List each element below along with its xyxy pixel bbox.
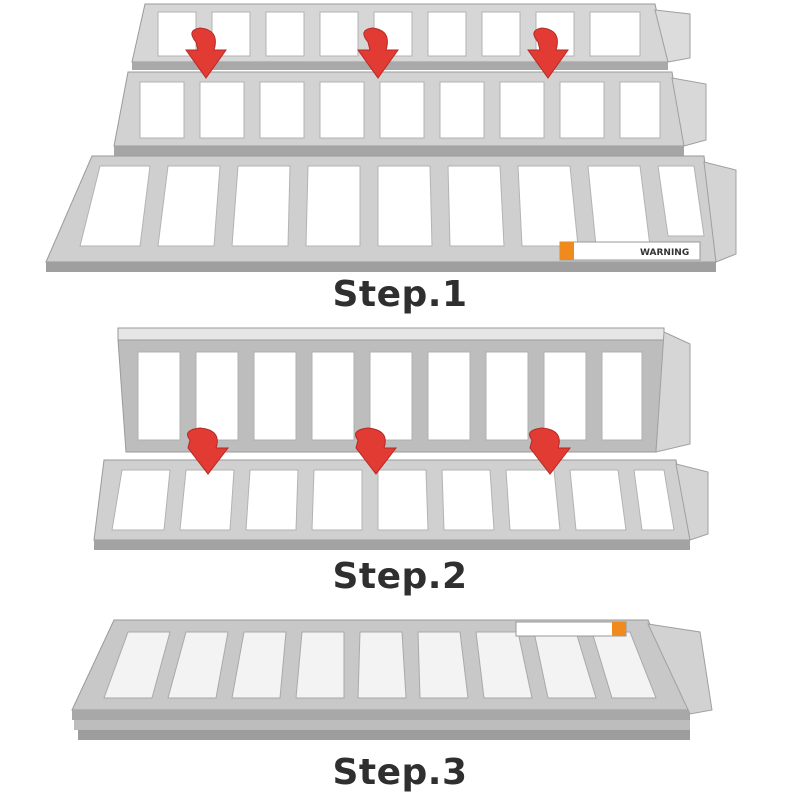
warning-label-icon: WARNING (559, 241, 701, 261)
fold-arrows-step1 (185, 27, 569, 79)
ramp-panel-back (131, 3, 691, 70)
step-3-label: Step.3 (332, 752, 468, 793)
step-1-label: Step.1 (332, 274, 468, 315)
step3-ramp-illustration (71, 619, 713, 740)
fold-down-arrow-icon (187, 427, 230, 475)
ramp-panel-front: WARNING (45, 155, 737, 272)
warning-label-text: WARNING (640, 248, 689, 258)
ramp-folded-section (117, 327, 691, 453)
fold-arrows-step2 (187, 427, 572, 475)
ramp-panel-open (93, 459, 709, 550)
step-2-label: Step.2 (332, 556, 468, 597)
fold-down-arrow-icon (357, 27, 399, 79)
fold-down-arrow-icon (529, 427, 572, 475)
fold-down-arrow-icon (527, 27, 569, 79)
ramp-panel-middle (113, 71, 707, 156)
step2-ramp-illustration (93, 327, 709, 550)
ramp-folded-stack (71, 619, 713, 740)
step1-ramp-illustration: WARNING (45, 3, 737, 272)
fold-down-arrow-icon (355, 427, 398, 475)
warning-label-icon (515, 621, 627, 637)
fold-down-arrow-icon (185, 27, 227, 79)
